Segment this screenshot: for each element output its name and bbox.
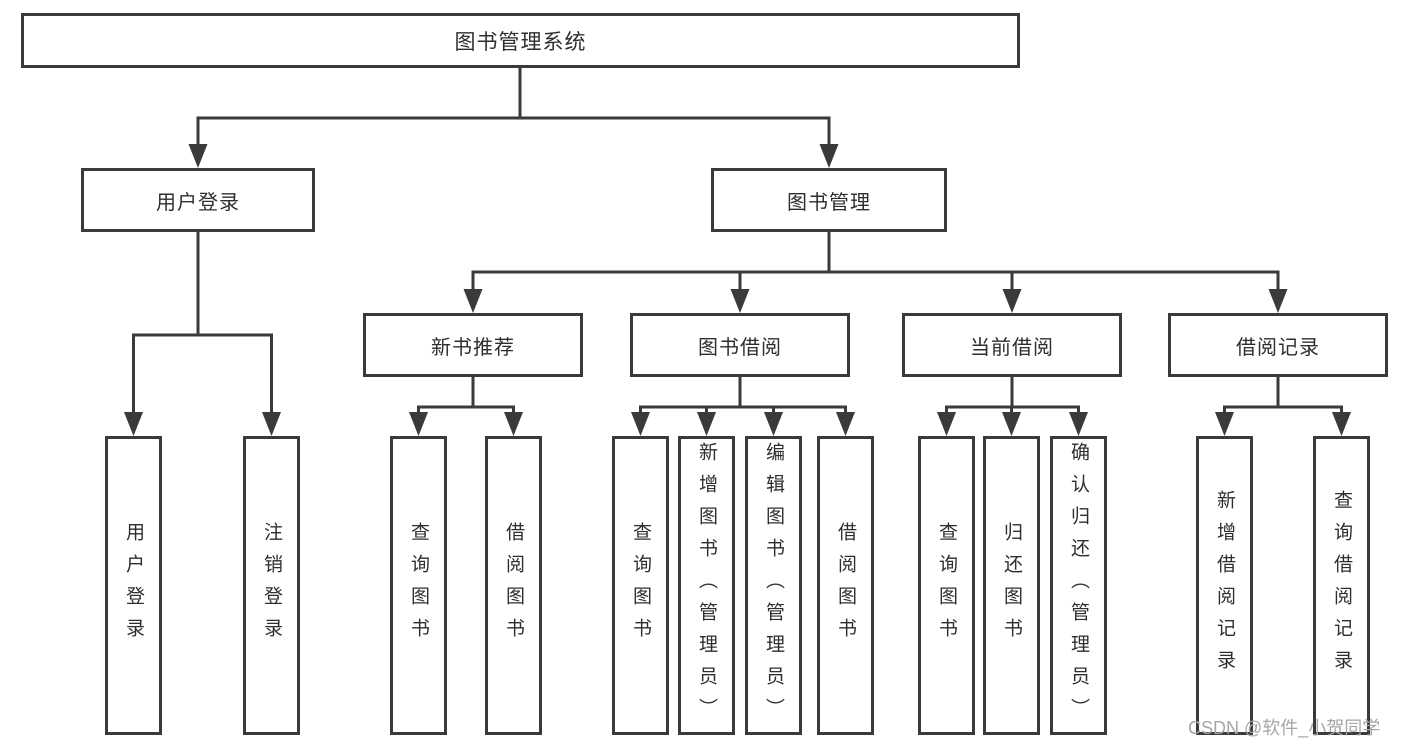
leaf-logout: 注销登录 xyxy=(243,436,300,735)
arrowhead xyxy=(836,412,855,436)
leaf-current-query: 查询图书 xyxy=(918,436,975,735)
arrowhead xyxy=(937,412,956,436)
arrowhead xyxy=(631,412,650,436)
node-book-mgmt: 图书管理 xyxy=(711,168,947,232)
leaf-borrow-query: 查询图书 xyxy=(612,436,669,735)
edge-book-mgmt-to-level3 xyxy=(471,230,1280,293)
node-book-borrow: 图书借阅 xyxy=(630,313,850,377)
arrowhead xyxy=(504,412,523,436)
arrowhead xyxy=(764,412,783,436)
edge-book-borrow-to-leaves xyxy=(639,375,847,418)
edge-new-books-to-leaves xyxy=(417,375,515,418)
arrowhead xyxy=(697,412,716,436)
arrowhead xyxy=(819,144,839,168)
arrowhead xyxy=(730,289,750,313)
arrowhead xyxy=(1002,412,1021,436)
watermark: CSDN @软件_小贺同学 xyxy=(1188,718,1381,738)
node-new-books: 新书推荐 xyxy=(363,313,583,377)
arrowhead xyxy=(188,144,208,168)
edge-current-borrow-to-leaves xyxy=(945,375,1080,418)
arrowhead xyxy=(124,412,143,436)
edge-borrow-records-to-leaves xyxy=(1223,375,1343,418)
leaf-current-confirm-admin: 确认归还（管理员） xyxy=(1050,436,1107,735)
leaf-user-login: 用户登录 xyxy=(105,436,162,735)
arrowhead xyxy=(1069,412,1088,436)
arrowhead xyxy=(409,412,428,436)
node-borrow-records: 借阅记录 xyxy=(1168,313,1388,377)
leaf-borrow-add-admin: 新增图书（管理员） xyxy=(678,436,735,735)
leaf-newbooks-query: 查询图书 xyxy=(390,436,447,735)
leaf-current-return: 归还图书 xyxy=(983,436,1040,735)
node-user-login: 用户登录 xyxy=(81,168,315,232)
arrowhead xyxy=(463,289,483,313)
leaf-borrow-borrow: 借阅图书 xyxy=(817,436,874,735)
leaf-newbooks-borrow: 借阅图书 xyxy=(485,436,542,735)
arrowhead xyxy=(1215,412,1234,436)
leaf-records-query: 查询借阅记录 xyxy=(1313,436,1370,735)
edge-root-to-level2 xyxy=(196,66,831,148)
edge-user-login-to-leaves xyxy=(132,230,273,418)
leaf-borrow-edit-admin: 编辑图书（管理员） xyxy=(745,436,802,735)
arrowhead xyxy=(1268,289,1288,313)
arrowhead xyxy=(1002,289,1022,313)
arrowheads xyxy=(124,144,1351,436)
arrowhead xyxy=(262,412,281,436)
leaf-records-add: 新增借阅记录 xyxy=(1196,436,1253,735)
node-root: 图书管理系统 xyxy=(21,13,1020,68)
node-current-borrow: 当前借阅 xyxy=(902,313,1122,377)
arrowhead xyxy=(1332,412,1351,436)
